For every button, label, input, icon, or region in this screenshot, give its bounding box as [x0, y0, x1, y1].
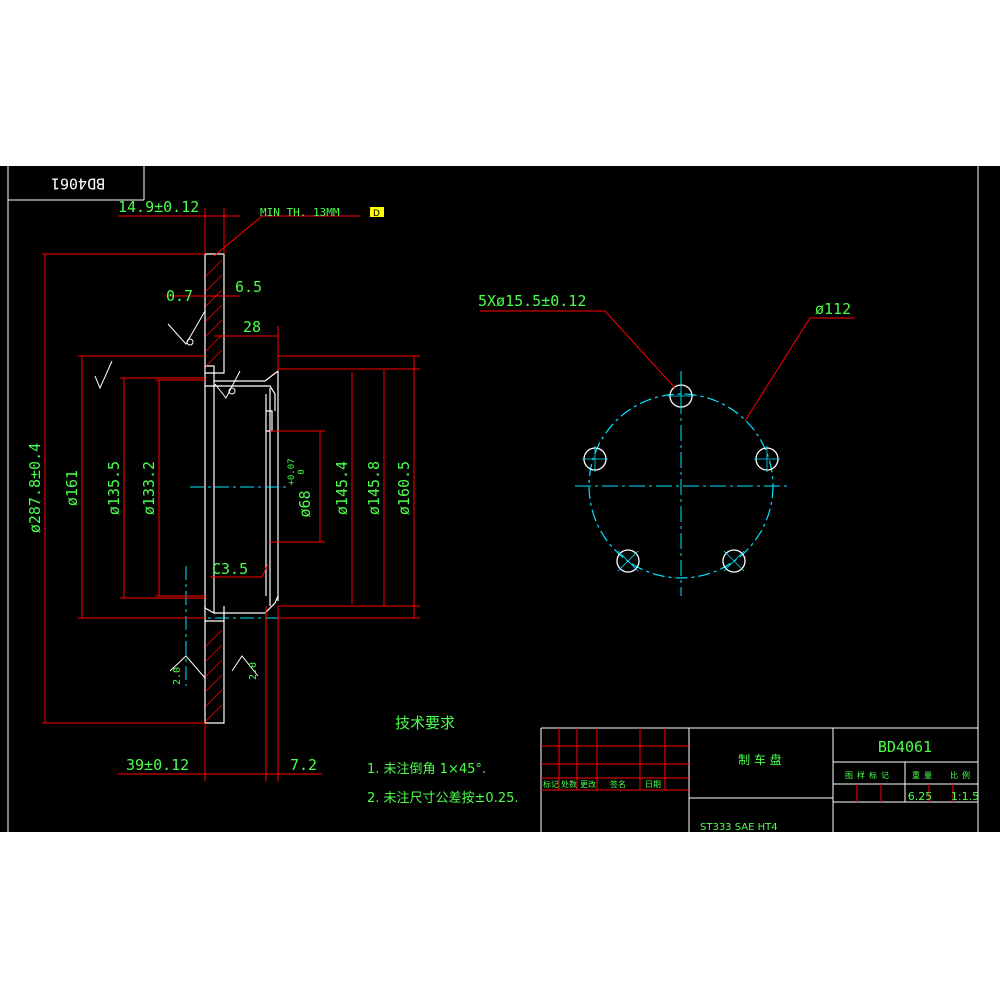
title-part-name: 制 车 盘 — [738, 752, 782, 767]
revision-cell-label: 标记 — [543, 779, 559, 789]
brake-disc-drawing: BD4061 — [7, 166, 979, 832]
dim-outer-diameter: ø287.8±0.4 — [26, 443, 44, 533]
revision-cell-label: 签名 — [610, 779, 626, 789]
dim-d68: ø68 — [296, 490, 314, 517]
title-block: 制 车 盘 BD4061 6.25 1:1.5 ST333 SAE HT4 图 … — [540, 727, 979, 832]
dim-d145-8: ø145.8 — [365, 461, 383, 515]
tech-requirements: 技术要求 1. 未注倒角 1×45°. 2. 未注尺寸公差按±0.25. — [367, 714, 519, 806]
note-symbol: D — [373, 209, 380, 219]
mirrored-part-number: BD4061 — [51, 175, 105, 193]
drawing-frame — [7, 166, 979, 832]
bolt-holes-label: 5Xø15.5±0.12 — [478, 292, 586, 310]
title-header-label: 比 — [950, 770, 958, 780]
dim-hub-step: 7.2 — [290, 756, 317, 774]
roughness-left-value: 2.0 — [172, 667, 183, 685]
title-weight: 6.25 — [908, 790, 933, 803]
pcd-label: ø112 — [815, 300, 851, 318]
dim-d145-4: ø145.4 — [333, 461, 351, 515]
section-hatching — [205, 259, 223, 722]
revision-cell-label: 日期 — [645, 780, 661, 789]
datum-flag — [370, 207, 384, 217]
title-header-label: 量 — [924, 771, 932, 780]
dim-height-total: 39±0.12 — [126, 756, 189, 774]
section-centerlines — [140, 486, 290, 686]
dim-d133-2: ø133.2 — [140, 461, 158, 515]
title-drawing-number: BD4061 — [878, 738, 932, 756]
dim-d68-tol-upper: +0.07 — [287, 458, 297, 485]
bolt-hole-4 — [616, 549, 640, 573]
dim-hub-depth: 28 — [243, 318, 261, 336]
dim-d135-5: ø135.5 — [105, 461, 123, 515]
tech-requirement-1: 1. 未注倒角 1×45°. — [367, 762, 486, 777]
cad-drawing-area: BD4061 — [0, 166, 1000, 832]
revision-cell-label: 处数 — [561, 779, 577, 789]
disc-section-outline — [204, 253, 279, 724]
datum-circle-top — [186, 338, 194, 346]
roughness-right-value: 2.0 — [248, 662, 259, 680]
tech-requirement-2: 2. 未注尺寸公差按±0.25. — [367, 791, 519, 806]
revision-cell-label: 更改 — [580, 779, 596, 789]
title-header-label: 图 — [845, 771, 853, 780]
bolt-hole-3 — [722, 549, 746, 573]
title-header-label: 重 — [912, 770, 920, 780]
dim-d161: ø161 — [63, 470, 81, 506]
title-header-label: 样 — [857, 770, 865, 780]
dimension-lines — [42, 208, 420, 781]
dim-small-step: 0.7 — [166, 287, 193, 305]
dim-flange-thickness: 6.5 — [235, 278, 262, 296]
note-min-thickness: MIN TH. 13MM — [260, 206, 340, 219]
title-header-label: 记 — [881, 771, 889, 780]
bolt-pattern-view: 5Xø15.5±0.12 ø112 — [478, 292, 855, 596]
dim-d68-tol-lower: 0 — [297, 469, 307, 474]
roughness-symbols — [94, 310, 259, 679]
title-header-label: 例 — [962, 770, 970, 780]
title-scale: 1:1.5 — [951, 790, 979, 803]
title-header-label: 标 — [869, 770, 877, 780]
dim-chamfer: C3.5 — [212, 560, 248, 578]
datum-circle-hub — [228, 387, 236, 395]
dim-disc-thickness: 14.9±0.12 — [118, 198, 199, 216]
dim-d160-5: ø160.5 — [395, 461, 413, 515]
tech-requirements-title: 技术要求 — [395, 714, 455, 732]
title-material: ST333 SAE HT4 — [700, 822, 778, 832]
